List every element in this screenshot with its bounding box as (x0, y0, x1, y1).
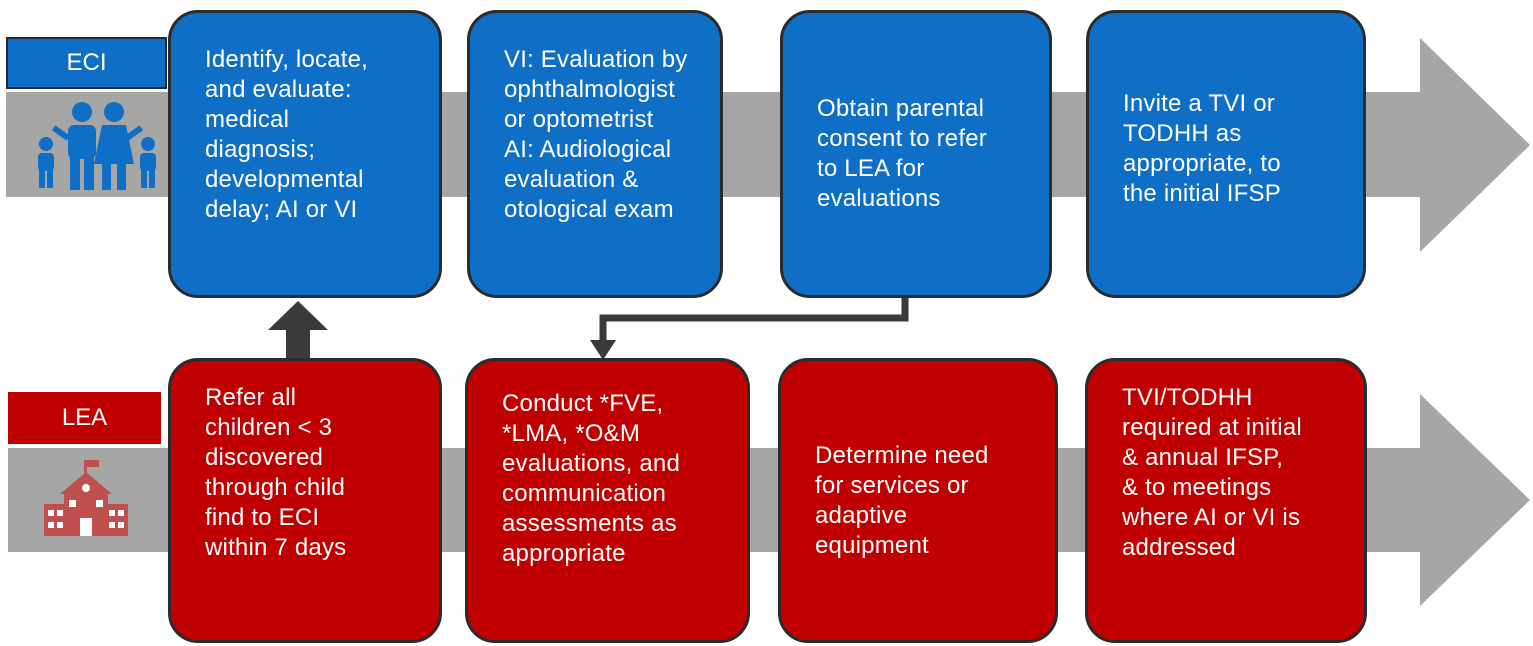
eci-timeline-arrow (6, 38, 1530, 252)
lea-step-4: TVI/TODHH required at initial & annual I… (1085, 358, 1367, 643)
lea-step-2: Conduct *FVE, *LMA, *O&M evaluations, an… (465, 358, 750, 643)
up-arrow (268, 301, 328, 360)
eci-step-2: VI: Evaluation by ophthalmologist or opt… (467, 10, 723, 298)
lea-label: LEA (8, 392, 161, 444)
elbow-connector (599, 297, 909, 345)
lea-timeline-arrow (8, 394, 1530, 606)
lea-step-2-text: Conduct *FVE, *LMA, *O&M evaluations, an… (502, 390, 680, 567)
eci-step-1: Identify, locate, and evaluate: medical … (168, 10, 442, 298)
lea-step-4-text: TVI/TODHH required at initial & annual I… (1122, 384, 1302, 561)
lea-step-1-text: Refer all children < 3 discovered throug… (205, 384, 347, 561)
elbow-connector-head (590, 340, 616, 360)
eci-step-3-text: Obtain parental consent to refer to LEA … (817, 95, 987, 212)
lea-step-1: Refer all children < 3 discovered throug… (168, 358, 442, 643)
eci-step-4-text: Invite a TVI or TODHH as appropriate, to… (1123, 90, 1281, 207)
lea-step-3-text: Determine need for services or adaptive … (815, 441, 989, 559)
eci-step-4: Invite a TVI or TODHH as appropriate, to… (1086, 10, 1366, 298)
family-icon (30, 100, 162, 197)
lea-step-3: Determine need for services or adaptive … (778, 358, 1058, 643)
eci-label: ECI (6, 37, 167, 89)
eci-step-3: Obtain parental consent to refer to LEA … (780, 10, 1052, 298)
eci-step-2-text: VI: Evaluation by ophthalmologist or opt… (504, 46, 688, 223)
school-icon (40, 460, 132, 543)
eci-step-1-text: Identify, locate, and evaluate: medical … (205, 46, 369, 223)
